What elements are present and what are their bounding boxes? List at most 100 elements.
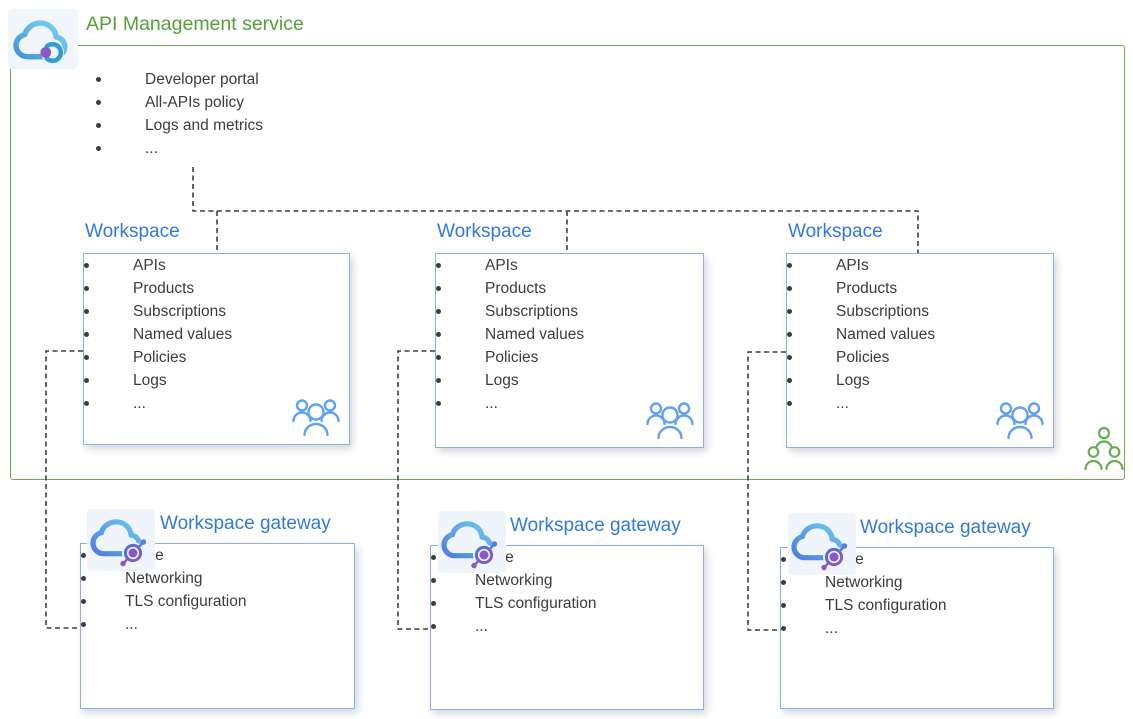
list-item: Logs and metrics	[96, 114, 263, 137]
bullet-dot	[787, 286, 792, 291]
bullet-dot	[431, 578, 436, 583]
workspace-gateway-icon	[788, 513, 856, 575]
workspace1-feature-list: APIs Products Subscriptions Named values…	[84, 254, 349, 415]
bullet-dot	[84, 332, 89, 337]
list-item: APIs	[787, 254, 1053, 277]
list-item: APIs	[84, 254, 349, 277]
bullet-dot	[431, 601, 436, 606]
bullet-dot	[96, 146, 101, 151]
list-item: Named values	[436, 323, 703, 346]
bullet-dot	[787, 309, 792, 314]
workspace3-to-gateway3-connector	[747, 351, 786, 631]
workspace3-card: APIs Products Subscriptions Named values…	[786, 253, 1054, 448]
list-item: ...	[84, 392, 349, 415]
workspace-gateway-icon	[438, 511, 506, 573]
gateway2-feature-list: Scale Networking TLS configuration ...	[431, 546, 703, 638]
bullet-dot	[81, 599, 86, 604]
workspace3-title: Workspace	[788, 221, 883, 242]
service-feature-list: Developer portal All-APIs policy Logs an…	[96, 68, 263, 160]
workspace-gateway-icon	[87, 509, 155, 571]
list-item: Named values	[84, 323, 349, 346]
bullet-dot	[84, 286, 89, 291]
list-item: ...	[96, 137, 263, 160]
list-item: Networking	[431, 569, 703, 592]
list-item: ...	[781, 617, 1053, 640]
bullet-dot	[431, 624, 436, 629]
workspace3-feature-list: APIs Products Subscriptions Named values…	[787, 254, 1053, 415]
bullet-dot	[781, 580, 786, 585]
bullet-dot	[787, 332, 792, 337]
bullet-dot	[436, 263, 441, 268]
workspace2-title: Workspace	[437, 221, 532, 242]
list-item: Logs	[787, 369, 1053, 392]
list-item: Products	[84, 277, 349, 300]
list-item: Products	[436, 277, 703, 300]
gateway2-title: Workspace gateway	[510, 515, 681, 536]
bullet-dot	[84, 355, 89, 360]
bullet-dot	[787, 355, 792, 360]
bullet-dot	[81, 622, 86, 627]
gateway1-title: Workspace gateway	[160, 513, 331, 534]
bullet-dot	[84, 309, 89, 314]
bullet-dot	[84, 263, 89, 268]
list-item: Subscriptions	[436, 300, 703, 323]
list-item: Subscriptions	[84, 300, 349, 323]
list-item: APIs	[436, 254, 703, 277]
api-management-icon	[8, 9, 78, 69]
list-item: Policies	[84, 346, 349, 369]
list-item: All-APIs policy	[96, 91, 263, 114]
team-users-icon	[292, 399, 340, 437]
bullet-dot	[436, 332, 441, 337]
workspace1-card: APIs Products Subscriptions Named values…	[83, 253, 350, 445]
list-item: ...	[787, 392, 1053, 415]
list-item: Named values	[787, 323, 1053, 346]
list-item: Products	[787, 277, 1053, 300]
workspace1-to-gateway1-connector	[45, 350, 83, 629]
list-item: Networking	[781, 571, 1053, 594]
bullet-dot	[96, 123, 101, 128]
list-item: ...	[436, 392, 703, 415]
service-title: API Management service	[86, 13, 304, 35]
list-item: TLS configuration	[81, 590, 354, 613]
api-management-service-boundary	[10, 45, 1125, 480]
workspace2-to-gateway2-connector	[397, 350, 435, 630]
workspace2-card: APIs Products Subscriptions Named values…	[435, 253, 704, 448]
list-item: ...	[81, 613, 354, 636]
org-users-icon	[1084, 426, 1124, 471]
list-item: TLS configuration	[781, 594, 1053, 617]
bullet-dot	[81, 576, 86, 581]
list-item: Logs	[84, 369, 349, 392]
bullet-dot	[96, 77, 101, 82]
team-users-icon	[646, 402, 694, 440]
gateway3-title: Workspace gateway	[860, 517, 1031, 538]
bullet-dot	[84, 401, 89, 406]
bullet-dot	[436, 286, 441, 291]
service-to-workspaces-connector	[192, 167, 919, 253]
list-item: Networking	[81, 567, 354, 590]
list-item: Policies	[787, 346, 1053, 369]
list-item: Logs	[436, 369, 703, 392]
list-item: TLS configuration	[431, 592, 703, 615]
bullet-dot	[787, 263, 792, 268]
bullet-dot	[436, 309, 441, 314]
bullet-dot	[84, 378, 89, 383]
team-users-icon	[996, 402, 1044, 440]
bullet-dot	[781, 603, 786, 608]
workspace2-feature-list: APIs Products Subscriptions Named values…	[436, 254, 703, 415]
bullet-dot	[781, 626, 786, 631]
bullet-dot	[781, 557, 786, 562]
bullet-dot	[96, 100, 101, 105]
workspace1-title: Workspace	[85, 221, 180, 242]
bullet-dot	[436, 401, 441, 406]
list-item: Policies	[436, 346, 703, 369]
list-item: ...	[431, 615, 703, 638]
bullet-dot	[81, 553, 86, 558]
bullet-dot	[787, 378, 792, 383]
list-item: Developer portal	[96, 68, 263, 91]
bullet-dot	[436, 378, 441, 383]
bullet-dot	[787, 401, 792, 406]
bullet-dot	[436, 355, 441, 360]
list-item: Subscriptions	[787, 300, 1053, 323]
